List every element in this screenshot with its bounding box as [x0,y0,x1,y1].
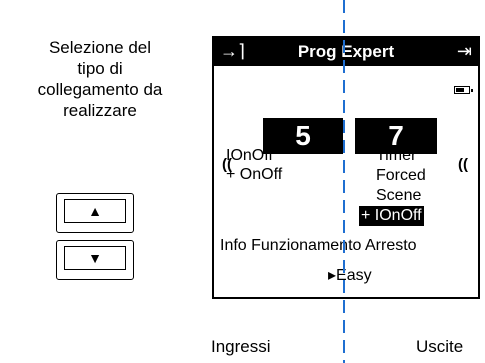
arrow-down-icon: ▼ [88,250,102,266]
input-item: + OnOff [226,166,283,183]
description-line: tipo di [77,59,123,78]
display-title: Prog Expert [297,42,395,61]
description-line: collegamento da [37,80,163,99]
description-text: Selezione del tipo di collegamento da re… [0,37,200,121]
mode-label: ▸Easy [328,267,372,284]
output-item: Scene [376,187,422,204]
exit-icon[interactable]: ⇥ [456,41,472,61]
enter-icon[interactable]: →⌉ [220,41,246,61]
input-number: 5 [263,118,343,154]
down-button[interactable]: ▼ [56,240,134,280]
inputs-label: Ingressi [211,337,271,356]
output-item: Timer [376,147,417,164]
info-line: Info Funzionamento Arresto [220,237,417,254]
wireless-icon: (( [222,156,232,173]
description-line: Selezione del [48,38,152,57]
display-title-bar: →⌉ Prog Expert ⇥ [214,38,478,66]
up-button[interactable]: ▲ [56,193,134,233]
description-line: realizzare [63,101,137,120]
down-button-face [64,246,126,270]
arrow-up-icon: ▲ [88,203,102,219]
up-button-face [64,199,126,223]
battery-icon [454,86,473,94]
output-number: 7 [355,118,437,154]
input-item: IOnOff [226,147,273,164]
device-display: →⌉ Prog Expert ⇥ 5 7 (( (( IOnOff + OnOf… [212,36,480,299]
wireless-icon: (( [458,156,468,173]
divider-line [343,0,345,363]
selected-output-item[interactable]: + IOnOff [359,206,424,226]
output-item: Forced [376,167,426,184]
outputs-label: Uscite [416,337,464,356]
